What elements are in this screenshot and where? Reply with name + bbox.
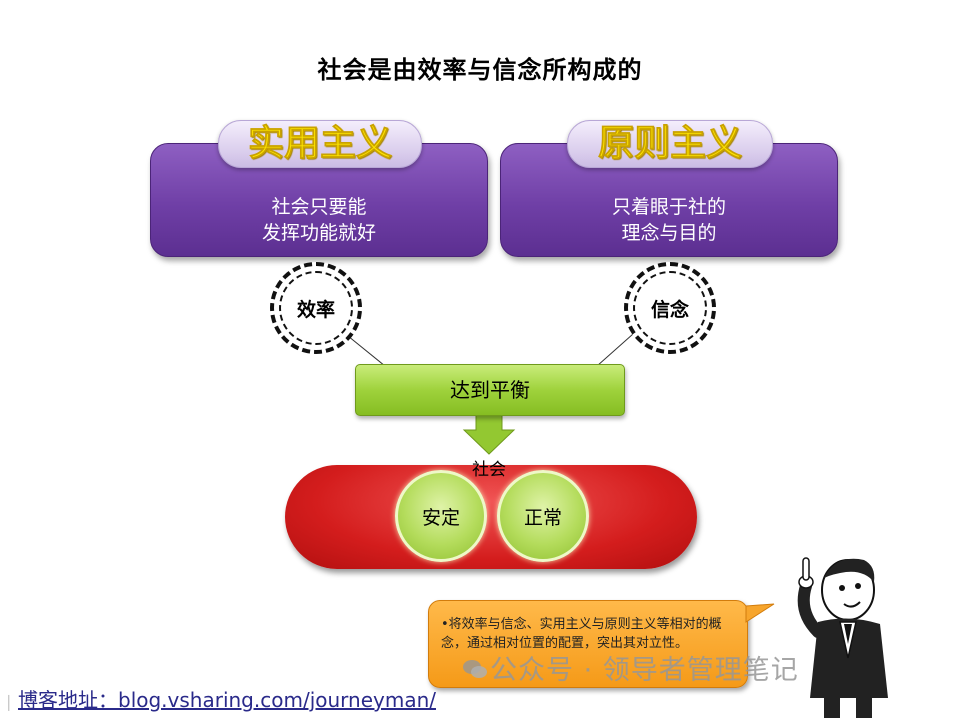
left-connector — [347, 335, 386, 367]
pragmatism-line-1: 社会只要能 — [271, 196, 367, 218]
principle-line-1: 只着眼于社的 — [611, 196, 726, 218]
stability-circle: 安定 — [395, 470, 487, 562]
belief-circle: 信念 — [624, 262, 716, 354]
callout-tail — [745, 603, 775, 623]
belief-label: 信念 — [633, 271, 707, 345]
footer-faint-marks: ❘〈 — [2, 692, 32, 711]
pragmatism-line-2: 发挥功能就好 — [261, 222, 376, 244]
efficiency-label: 效率 — [279, 271, 353, 345]
principle-line-2: 理念与目的 — [621, 222, 717, 244]
right-connector — [596, 333, 634, 367]
society-capsule — [285, 465, 697, 569]
page-title: 社会是由效率与信念所构成的 — [317, 56, 643, 84]
watermark-text: 公众号 · 领导者管理笔记 — [490, 655, 799, 686]
wechat-icon — [462, 658, 488, 684]
normal-circle: 正常 — [497, 470, 589, 562]
society-label: 社会 — [472, 460, 506, 480]
principle-header: 原则主义 — [567, 120, 773, 168]
blog-link[interactable]: 博客地址：blog.vsharing.com/journeyman/ — [18, 688, 436, 712]
pragmatism-description: 社会只要能 发挥功能就好 — [151, 194, 487, 246]
pragmatism-header: 实用主义 — [218, 120, 422, 168]
principle-description: 只着眼于社的 理念与目的 — [501, 194, 837, 246]
down-arrow-icon — [462, 413, 516, 455]
balance-bar: 达到平衡 — [355, 364, 625, 416]
efficiency-circle: 效率 — [270, 262, 362, 354]
thinking-man-illustration — [797, 557, 888, 718]
